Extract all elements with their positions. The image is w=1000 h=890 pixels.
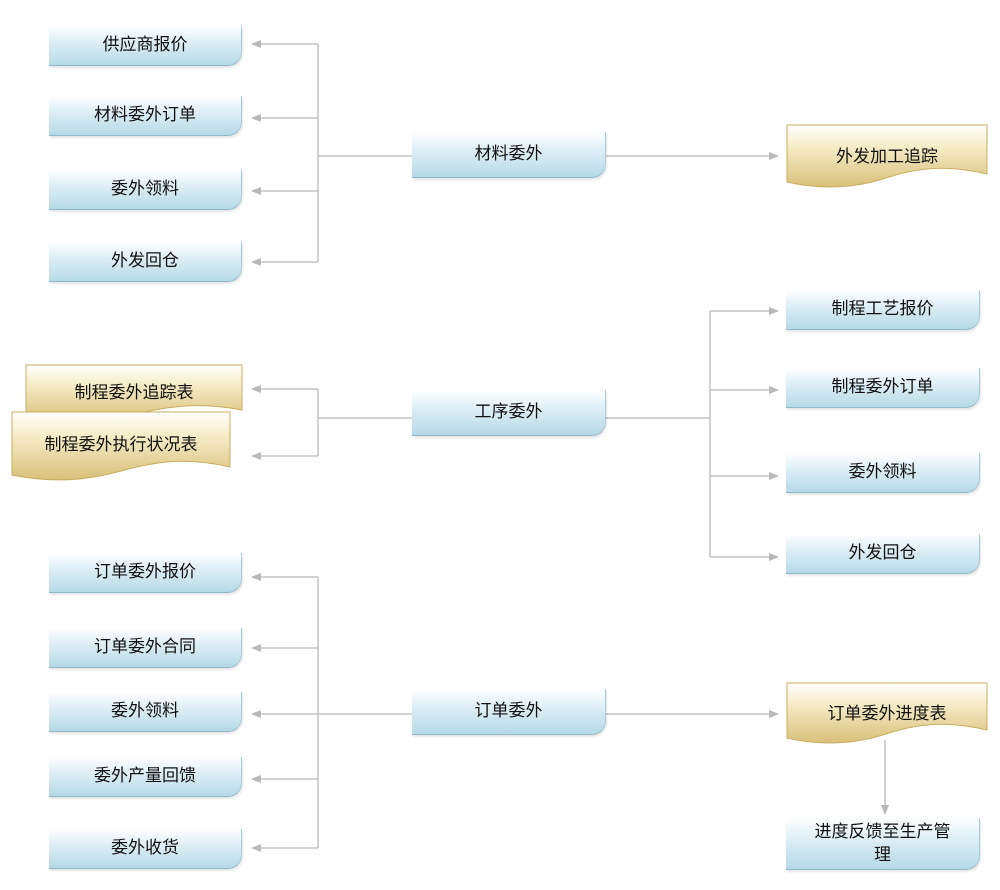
material-item-pick: 委外领料 — [49, 170, 242, 210]
doc-label: 制程委外追踪表 — [74, 383, 194, 403]
order-item-contract: 订单委外合同 — [49, 628, 242, 668]
doc-outsource-processing-tracking: 外发加工追踪 — [786, 124, 988, 190]
hub-process-outsourcing: 工序委外 — [412, 390, 606, 436]
order-item-receiving: 委外收货 — [49, 829, 242, 869]
doc-order-progress: 订单委外进度表 — [786, 682, 988, 746]
doc-label: 订单委外进度表 — [827, 704, 947, 724]
order-item-output-feedback: 委外产量回馈 — [49, 757, 242, 797]
hub-order-outsourcing: 订单委外 — [412, 689, 606, 735]
document-shape — [786, 682, 988, 744]
process-item-order: 制程委外订单 — [786, 368, 980, 408]
process-item-quote: 制程工艺报价 — [786, 290, 980, 330]
material-item-order: 材料委外订单 — [49, 96, 242, 136]
order-item-quote: 订单委外报价 — [49, 553, 242, 593]
material-item-supplier-quote: 供应商报价 — [49, 26, 242, 66]
hub-material-outsourcing: 材料委外 — [412, 132, 606, 178]
doc-process-execution-status: 制程委外执行状况表 — [11, 411, 231, 483]
document-shape — [11, 411, 231, 481]
document-shape — [786, 124, 988, 188]
order-item-pick: 委外领料 — [49, 692, 242, 732]
doc-process-tracking: 制程委外追踪表 — [25, 364, 243, 424]
feedback-to-production-management: 进度反馈至生产管理 — [786, 818, 980, 870]
process-item-pick: 委外领料 — [786, 453, 980, 493]
doc-label: 外发加工追踪 — [836, 147, 938, 167]
process-item-return: 外发回仓 — [786, 534, 980, 574]
doc-label: 制程委外执行状况表 — [44, 435, 198, 455]
material-item-return: 外发回仓 — [49, 242, 242, 282]
